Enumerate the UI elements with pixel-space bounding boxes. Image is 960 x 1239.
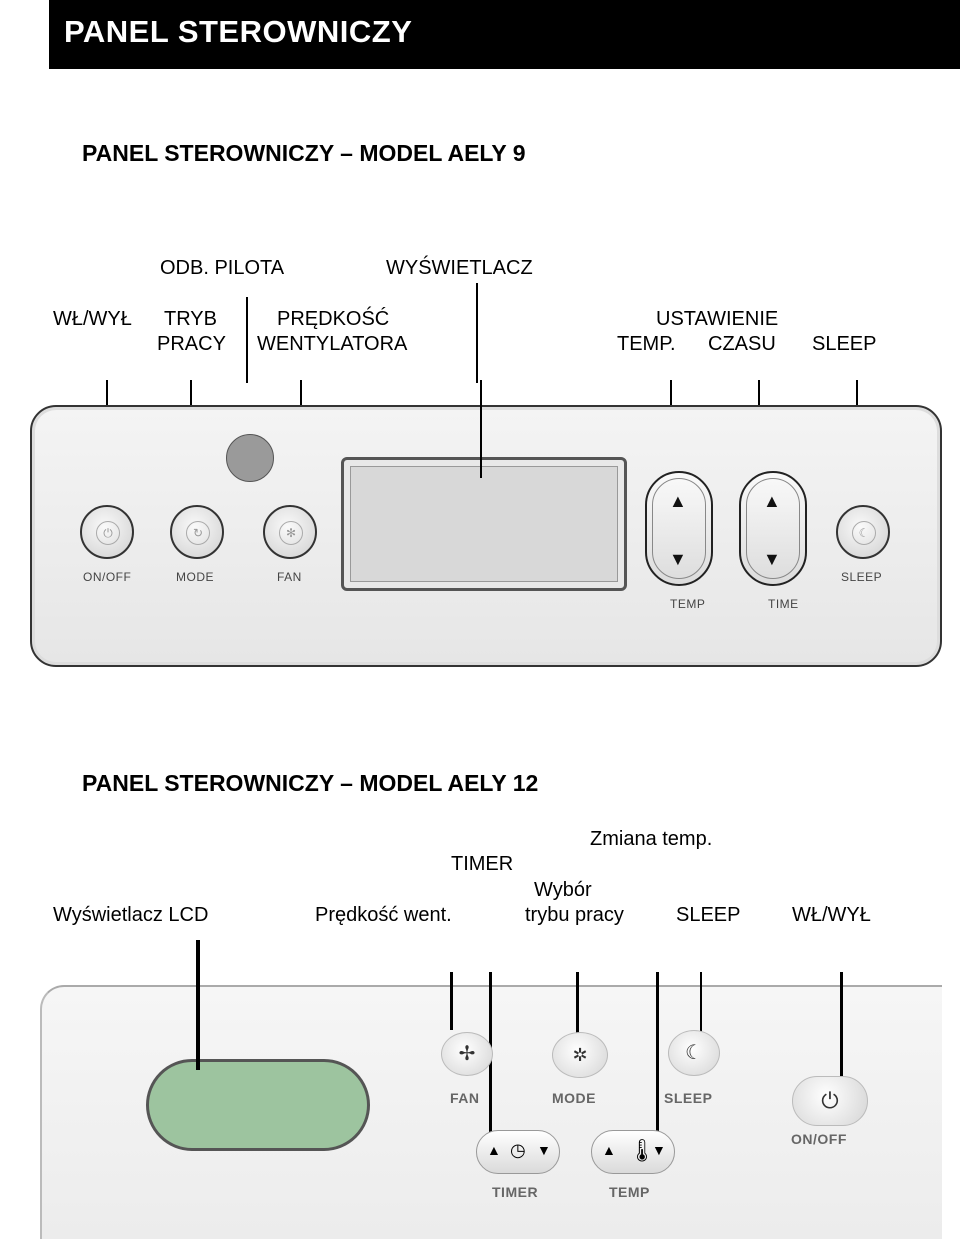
- label-fan: FAN: [450, 1090, 480, 1106]
- arrow-down-icon[interactable]: ▼: [669, 549, 687, 569]
- sleep-icon: ☾: [685, 1042, 703, 1064]
- fan-button[interactable]: ✢: [441, 1032, 493, 1076]
- sleep-button[interactable]: ☾: [836, 505, 890, 559]
- arrow-up-icon[interactable]: ▲: [763, 491, 781, 511]
- power-icon: ⏻: [96, 521, 120, 545]
- arrow-down-icon[interactable]: ▼: [537, 1142, 551, 1158]
- arrow-down-icon[interactable]: ▼: [652, 1142, 666, 1158]
- leader-line-display: [476, 283, 478, 383]
- mode-icon: ✲: [572, 1045, 588, 1065]
- remote-receiver: [226, 434, 274, 482]
- leader-line-on-off: [840, 972, 843, 1080]
- fan-icon: ✢: [458, 1043, 476, 1065]
- power-icon: ⏻: [821, 1088, 839, 1113]
- callout-temp: TEMP.: [617, 333, 676, 355]
- leader-line-fan: [450, 972, 453, 1030]
- callout-sleep: SLEEP: [676, 904, 741, 926]
- callout-setting: USTAWIENIE: [656, 308, 779, 330]
- arrow-up-icon[interactable]: ▲: [602, 1142, 616, 1158]
- label-timer: TIMER: [492, 1184, 539, 1200]
- callout-on-off: WŁ/WYŁ: [792, 904, 871, 926]
- arrow-up-icon[interactable]: ▲: [669, 491, 687, 511]
- sleep-button[interactable]: ☾: [668, 1030, 720, 1076]
- arrow-up-icon[interactable]: ▲: [487, 1142, 501, 1158]
- fan-icon: ✻: [279, 521, 303, 545]
- callout-temp-change: Zmiana temp.: [590, 828, 713, 850]
- display-aely9: [341, 457, 627, 591]
- leader-line-temp: [656, 972, 659, 1132]
- time-rocker[interactable]: ▲ ▼: [739, 471, 807, 586]
- page-title: PANEL STEROWNICZY: [64, 14, 413, 49]
- section2-heading: PANEL STEROWNICZY – MODEL AELY 12: [82, 770, 539, 796]
- leader-line-display: [196, 940, 200, 1070]
- lcd-display-aely12: [146, 1059, 370, 1151]
- thermometer-icon: 🌡: [628, 1138, 656, 1163]
- callout-fan: Prędkość went.: [315, 904, 452, 926]
- label-fan: FAN: [277, 570, 302, 584]
- section1-heading: PANEL STEROWNICZY – MODEL AELY 9: [82, 140, 526, 166]
- mode-icon: ↻: [186, 521, 210, 545]
- label-mode: MODE: [176, 570, 214, 584]
- timer-rocker[interactable]: ▲ ◷ ▼: [476, 1130, 560, 1174]
- callout-time: CZASU: [708, 333, 776, 355]
- label-temp: TEMP: [670, 597, 706, 611]
- mode-button[interactable]: ↻: [170, 505, 224, 559]
- callout-mode-line2: PRACY: [157, 333, 226, 355]
- on-off-button[interactable]: ⏻: [80, 505, 134, 559]
- sleep-icon: ☾: [852, 521, 876, 545]
- label-time: TIME: [768, 597, 799, 611]
- callout-mode-line2: trybu pracy: [525, 904, 624, 926]
- callout-display: WYŚWIETLACZ: [386, 257, 533, 279]
- leader-line-receiver: [246, 297, 248, 383]
- callout-display: Wyświetlacz LCD: [53, 904, 209, 926]
- label-mode: MODE: [552, 1090, 596, 1106]
- callout-fan-line1: PRĘDKOŚĆ: [277, 308, 390, 330]
- mode-button[interactable]: ✲: [552, 1032, 608, 1078]
- leader-line-sleep: [700, 972, 702, 1036]
- clock-icon: ◷: [510, 1140, 526, 1160]
- temp-rocker[interactable]: ▲ 🌡 ▼: [591, 1130, 675, 1174]
- fan-button[interactable]: ✻: [263, 505, 317, 559]
- label-on-off: ON/OFF: [83, 570, 132, 584]
- title-bar: [49, 0, 960, 69]
- callout-timer: TIMER: [451, 853, 514, 875]
- arrow-down-icon[interactable]: ▼: [763, 549, 781, 569]
- callout-remote-receiver: ODB. PILOTA: [160, 257, 285, 279]
- label-on-off: ON/OFF: [791, 1131, 847, 1147]
- callout-mode-line1: Wybór: [534, 879, 592, 901]
- label-sleep: SLEEP: [664, 1090, 713, 1106]
- label-sleep: SLEEP: [841, 570, 883, 584]
- label-temp: TEMP: [609, 1184, 650, 1200]
- callout-sleep: SLEEP: [812, 333, 877, 355]
- leader-line-mode: [576, 972, 579, 1036]
- leader-line-display-inner: [480, 380, 482, 478]
- callout-fan-line2: WENTYLATORA: [257, 333, 408, 355]
- callout-mode-line1: TRYB: [164, 308, 217, 330]
- callout-on-off: WŁ/WYŁ: [53, 308, 132, 330]
- temp-rocker[interactable]: ▲ ▼: [645, 471, 713, 586]
- on-off-button[interactable]: ⏻: [792, 1076, 868, 1126]
